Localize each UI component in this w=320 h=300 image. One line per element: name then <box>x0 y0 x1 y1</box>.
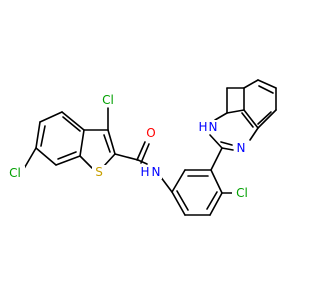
atom-label-amide-n: N <box>152 165 161 179</box>
bond <box>171 169 186 193</box>
bond <box>79 155 93 169</box>
bond <box>249 127 259 141</box>
bond <box>107 129 116 155</box>
bond <box>171 191 186 216</box>
bond <box>210 147 223 171</box>
bond <box>136 141 146 161</box>
bond <box>61 111 85 131</box>
bond <box>40 125 46 147</box>
bond <box>243 79 259 89</box>
bond <box>35 147 57 166</box>
bond <box>220 141 233 146</box>
bond <box>258 85 274 94</box>
bond <box>140 143 150 164</box>
bond <box>209 134 223 149</box>
bond <box>103 153 116 167</box>
bond <box>241 112 254 128</box>
atom-label-cl-left: Cl <box>9 166 21 180</box>
bond <box>39 111 63 123</box>
bond-lines <box>21 79 277 216</box>
bond <box>79 129 85 157</box>
bond <box>55 155 81 166</box>
atom-label-amide-h: H <box>140 165 149 179</box>
bond <box>257 109 277 129</box>
bond <box>257 111 272 125</box>
bond <box>57 151 77 160</box>
bond <box>137 159 148 165</box>
atom-label-cl-right: Cl <box>236 186 248 200</box>
bond <box>35 121 41 149</box>
atom-labels: Cl Cl S O H N Cl H N N <box>5 93 252 200</box>
molecule-structure-diagram: Cl Cl S O H N Cl H N N <box>5 79 277 216</box>
atom-label-imidazole-nh: N <box>209 120 218 134</box>
bond <box>214 112 228 121</box>
bond <box>62 116 81 132</box>
bond <box>257 79 277 89</box>
atom-label-imidazole-h: H <box>198 120 207 134</box>
bond <box>221 147 234 151</box>
bond <box>206 191 218 210</box>
atom-label-imidazole-n: N <box>237 141 246 155</box>
atom-label-o: O <box>146 126 155 140</box>
bond <box>176 190 189 211</box>
bond <box>210 169 223 194</box>
bond <box>209 192 223 216</box>
bond <box>114 153 139 161</box>
bond <box>243 109 259 129</box>
bond <box>103 134 111 153</box>
bond <box>226 109 245 114</box>
atom-label-cl-top: Cl <box>102 93 114 107</box>
atom-label-s: S <box>95 165 103 179</box>
